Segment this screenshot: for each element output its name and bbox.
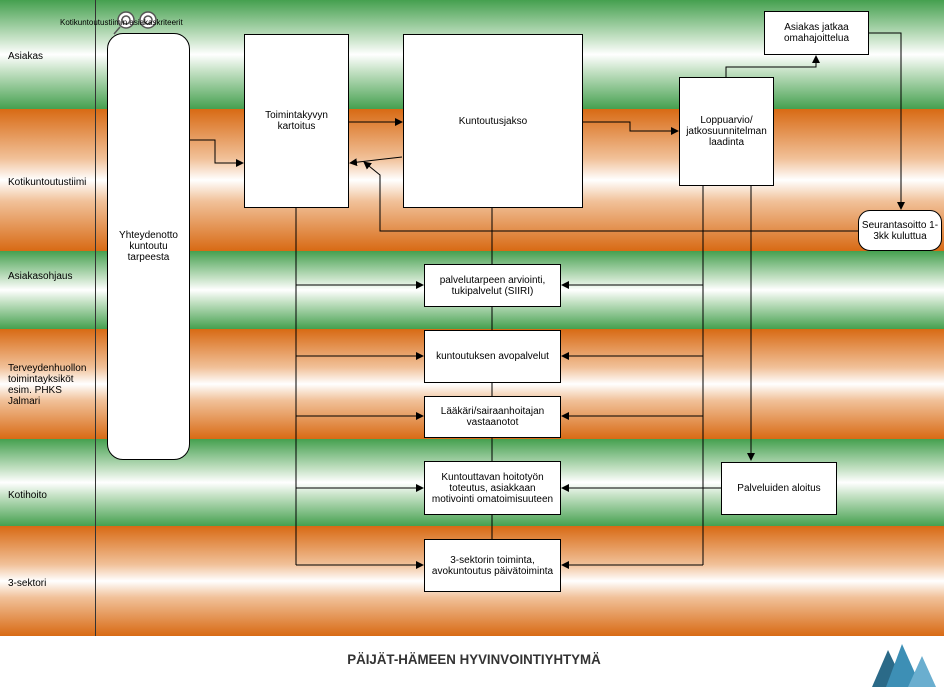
box-seuranta[interactable]: Seurantasoitto 1-3kk kuluttua: [858, 210, 942, 251]
criteria-attachment-icon[interactable]: [113, 11, 157, 35]
box-kuntoutusjakso[interactable]: Kuntoutusjakso: [403, 34, 583, 208]
box-omahoito[interactable]: Asiakas jatkaa omahajoittelua: [764, 11, 869, 55]
box-3-sektori[interactable]: 3-sektorin toiminta, avokuntoutus päivät…: [424, 539, 561, 592]
box-loppuarvio[interactable]: Loppuarvio/ jatkosuunnitelman laadinta: [679, 77, 774, 186]
lane-label-terveydenhuolto: Terveydenhuollon toimintayksiköt esim. P…: [8, 363, 87, 407]
lane-label-3-sektori: 3-sektori: [8, 578, 47, 589]
organization-logo: [872, 644, 936, 687]
footer-title: PÄIJÄT-HÄMEEN HYVINVOINTIYHTYMÄ: [347, 651, 601, 667]
box-palveluiden-aloitus[interactable]: Palveluiden aloitus: [721, 462, 837, 515]
box-laakari[interactable]: Lääkäri/sairaanhoitajan vastaanotot: [424, 396, 561, 438]
criteria-note[interactable]: Kotikuntoutustiimin asiakaskriteerit: [60, 18, 183, 27]
box-avopalvelut[interactable]: kuntoutuksen avopalvelut: [424, 330, 561, 383]
box-palvelutarve[interactable]: palvelutarpeen arviointi, tukipalvelut (…: [424, 264, 561, 307]
box-yhteydenotto[interactable]: Yhteydenotto kuntoutu tarpeesta: [107, 33, 190, 460]
box-kartoitus[interactable]: Toimintakyvyn kartoitus: [244, 34, 349, 208]
lane-label-asiakasohjaus: Asiakasohjaus: [8, 271, 73, 282]
lane-label-kotikuntoutustiimi: Kotikuntoutustiimi: [8, 177, 87, 188]
box-hoitotyo[interactable]: Kuntouttavan hoitotyön toteutus, asiakka…: [424, 461, 561, 515]
lane-label-kotihoito: Kotihoito: [8, 490, 47, 501]
lane-label-asiakas: Asiakas: [8, 51, 44, 62]
lane-divider: [95, 0, 96, 636]
